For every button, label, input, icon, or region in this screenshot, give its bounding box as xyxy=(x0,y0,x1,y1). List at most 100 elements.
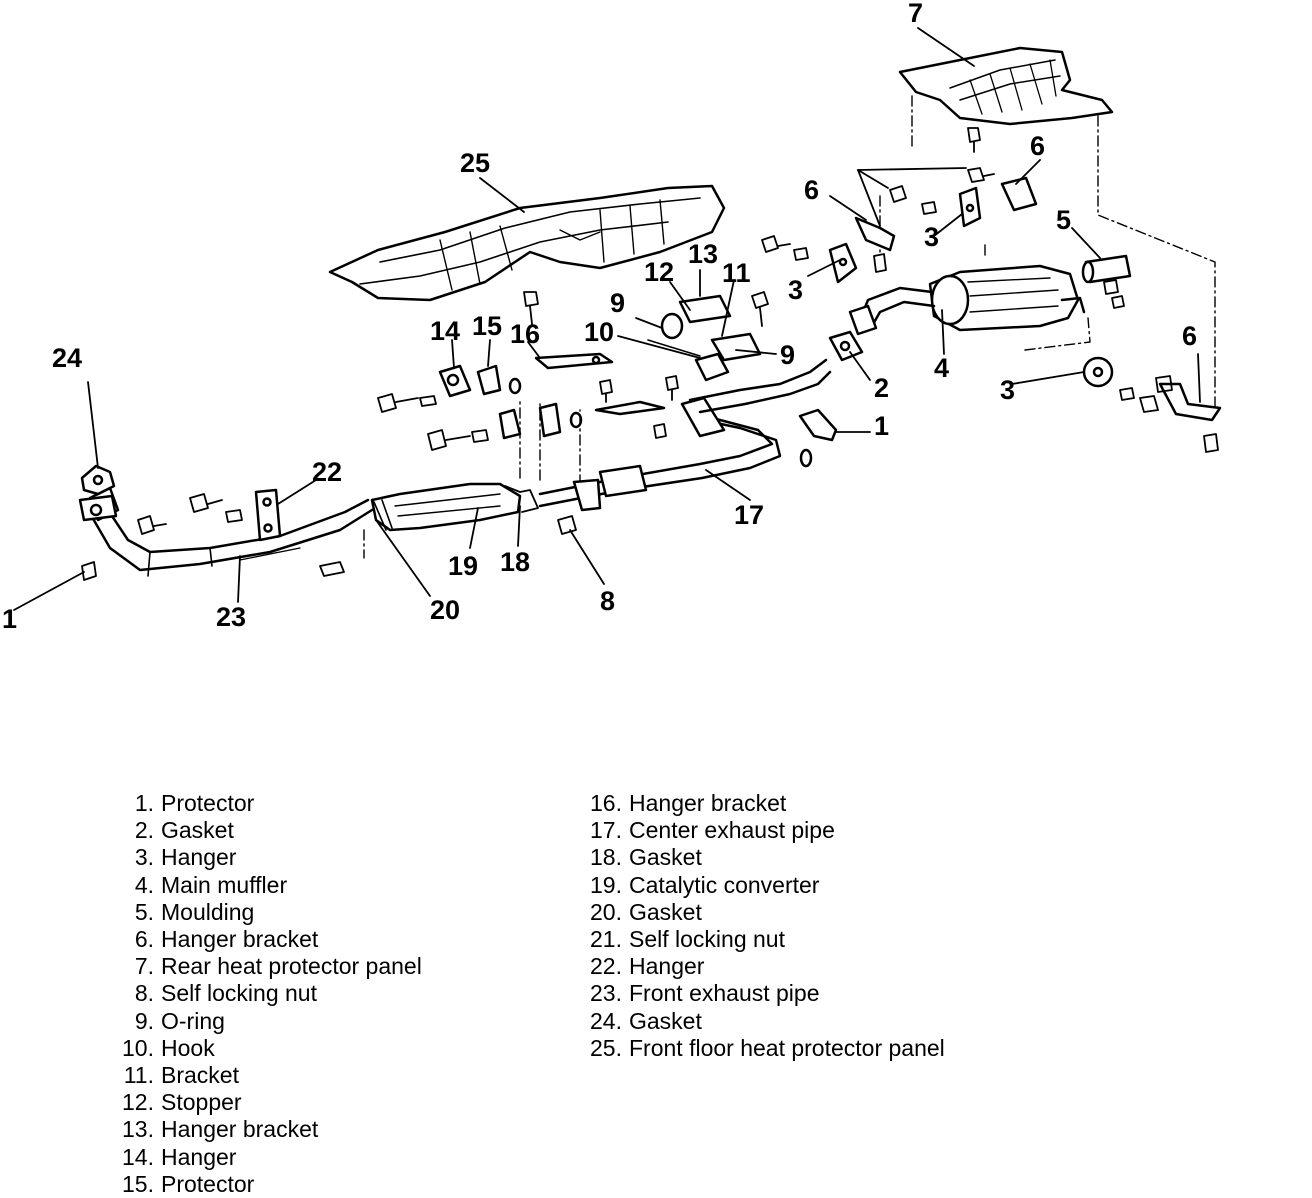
callout-labels: 1 1 2 3 3 3 4 5 6 6 6 7 8 9 9 10 11 12 1… xyxy=(2,0,1197,634)
legend-number: 11. xyxy=(123,1062,154,1089)
callout-5: 5 xyxy=(1056,205,1071,235)
rear-heat-protector-panel xyxy=(898,46,1114,126)
legend-number: 1. xyxy=(134,790,154,816)
legend-item: 7. Rear heat protector panel xyxy=(108,953,422,980)
legend-label: Gasket xyxy=(629,844,702,871)
legend-number: 13. xyxy=(122,1116,154,1143)
callout-12: 12 xyxy=(644,257,674,287)
legend-item: 24. Gasket xyxy=(576,1008,945,1035)
callout-14: 14 xyxy=(430,316,460,346)
callout-15: 15 xyxy=(472,311,502,341)
callout-17: 17 xyxy=(734,500,764,530)
callout-8: 8 xyxy=(600,586,615,616)
legend-number: 4. xyxy=(134,871,154,898)
legend-number: 6. xyxy=(134,926,154,953)
legend-label: Bracket xyxy=(161,1062,239,1089)
legend-item: 9.O-ring xyxy=(108,1008,422,1035)
legend-item: 15.Protector xyxy=(108,1171,422,1198)
hanger-a xyxy=(828,242,858,284)
legend-item: 21. Self locking nut xyxy=(576,926,945,953)
legend-item: 8.Self locking nut xyxy=(108,980,422,1007)
front-exhaust-pipe xyxy=(86,486,374,577)
legend-label: Self locking nut xyxy=(629,926,785,953)
catalytic-converter xyxy=(370,482,539,532)
legend-item: 13. Hanger bracket xyxy=(108,1116,422,1143)
legend-number: 7. xyxy=(134,953,154,980)
legend-label: Gasket xyxy=(161,817,234,844)
legend-number: 10. xyxy=(122,1034,154,1061)
center-exhaust-pipe xyxy=(538,358,832,512)
parts-legend-left: 1.Protector 2.Gasket 3. Hanger 4. Main muf… xyxy=(108,790,422,1198)
legend-label: Rear heat protector panel xyxy=(161,953,422,980)
hanger-c xyxy=(1082,356,1114,388)
callout-16: 16 xyxy=(510,319,540,349)
legend-item: 1.Protector xyxy=(108,790,422,817)
legend-label: Main muffler xyxy=(161,871,288,898)
callout-6b: 6 xyxy=(1030,131,1045,161)
hanger-bracket-b xyxy=(1000,176,1038,212)
legend-label: Stopper xyxy=(161,1089,242,1116)
legend-item: 16.Hanger bracket xyxy=(576,790,945,817)
legend-item: 23. Front exhaust pipe xyxy=(576,980,945,1007)
legend-label: Moulding xyxy=(161,898,255,925)
legend-label: Center exhaust pipe xyxy=(629,817,835,844)
legend-item: 12. Stopper xyxy=(108,1089,422,1116)
callout-25: 25 xyxy=(460,148,490,178)
legend-number: 9. xyxy=(134,1007,154,1034)
parts-legend-right: 16.Hanger bracket 17. Center exhaust pipe… xyxy=(576,790,945,1062)
rear-gasket xyxy=(828,330,864,362)
callout-10: 10 xyxy=(584,317,614,347)
hanger-bracket-c xyxy=(1158,382,1222,422)
callout-1a: 1 xyxy=(2,604,17,634)
legend-number: 18. xyxy=(590,844,622,871)
hanger-b xyxy=(958,186,982,228)
main-muffler xyxy=(848,264,1086,336)
callout-11: 11 xyxy=(722,258,751,288)
callout-7: 7 xyxy=(908,0,923,28)
legend-number: 23. xyxy=(590,980,622,1007)
callout-20: 20 xyxy=(430,595,460,625)
legend-label: Hanger xyxy=(161,1143,237,1170)
legend-number: 19. xyxy=(590,871,622,898)
legend-label: Hanger xyxy=(161,844,237,871)
legend-number: 17. xyxy=(590,817,622,844)
legend-item: 5. Moulding xyxy=(108,899,422,926)
legend-number: 3. xyxy=(134,844,154,871)
legend-number: 14. xyxy=(122,1143,154,1170)
legend-item: 4. Main muffler xyxy=(108,872,422,899)
legend-item: 17. Center exhaust pipe xyxy=(576,817,945,844)
callout-3a: 3 xyxy=(788,275,803,305)
legend-number: 16. xyxy=(590,790,622,816)
legend-item: 14. Hanger xyxy=(108,1144,422,1171)
legend-label: Hanger bracket xyxy=(161,926,319,953)
legend-number: 5. xyxy=(134,898,154,925)
legend-label: Catalytic converter xyxy=(629,871,820,898)
legend-item: 6. Hanger bracket xyxy=(108,926,422,953)
legend-number: 15. xyxy=(122,1170,154,1197)
callout-2: 2 xyxy=(874,373,889,403)
legend-label: Gasket xyxy=(629,898,702,925)
legend-label: Gasket xyxy=(629,1007,702,1034)
legend-item: 19. Catalytic converter xyxy=(576,872,945,899)
legend-label: Front exhaust pipe xyxy=(629,980,820,1007)
mid-hangers-cluster xyxy=(438,294,762,440)
legend-number: 24. xyxy=(590,1007,622,1034)
legend-item: 2.Gasket xyxy=(108,817,422,844)
callout-6c: 6 xyxy=(1182,321,1197,351)
legend-number: 25. xyxy=(590,1034,622,1061)
legend-item: 11. Bracket xyxy=(108,1062,422,1089)
callout-9b: 9 xyxy=(780,340,795,370)
legend-item: 18. Gasket xyxy=(576,844,945,871)
legend-number: 12. xyxy=(122,1089,154,1116)
callout-13: 13 xyxy=(688,239,718,269)
callout-19: 19 xyxy=(448,551,478,581)
exhaust-system-exploded-diagram: 1 1 2 3 3 3 4 5 6 6 6 7 8 9 9 10 11 12 1… xyxy=(2,0,1222,634)
callout-22: 22 xyxy=(312,457,342,487)
legend-item: 10.Hook xyxy=(108,1035,422,1062)
legend-number: 21. xyxy=(590,926,622,953)
legend-item: 25. Front floor heat protector panel xyxy=(576,1035,945,1062)
legend-label: Front floor heat protector panel xyxy=(629,1034,945,1061)
callout-18: 18 xyxy=(500,547,530,577)
callout-1b: 1 xyxy=(874,411,889,441)
legend-label: Hanger bracket xyxy=(161,1116,319,1143)
